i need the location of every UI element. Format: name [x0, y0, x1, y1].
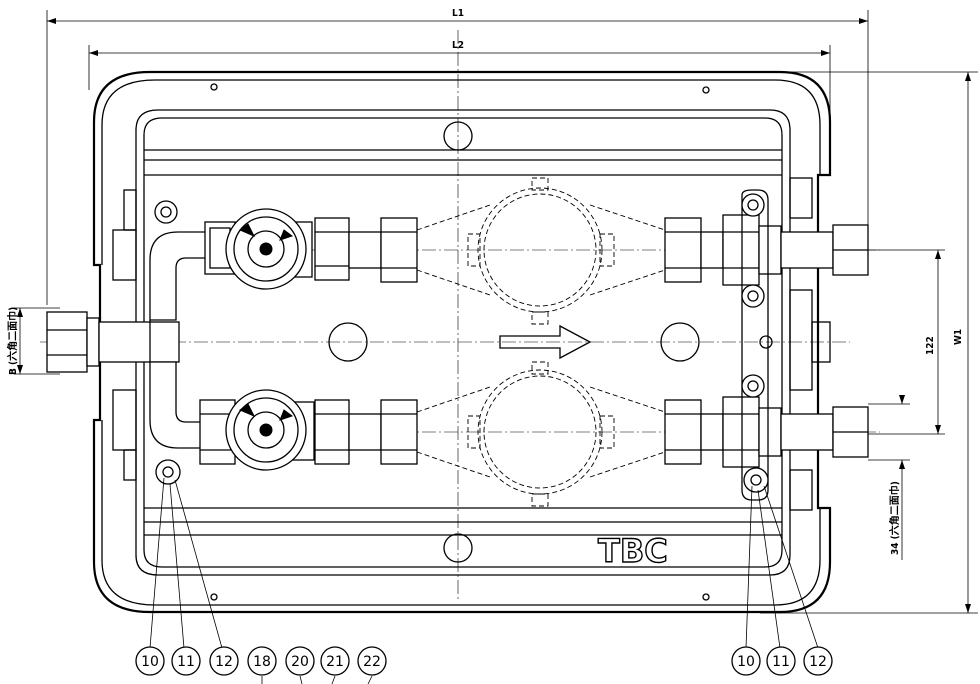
callout-right-12: 12	[803, 646, 833, 676]
callout-left-10: 10	[135, 646, 165, 676]
bolt-right-3	[741, 374, 765, 398]
svg-text:11: 11	[177, 654, 195, 670]
callout-left-21: 21	[320, 646, 350, 676]
dimension-w1: W1	[760, 71, 978, 614]
dimension-label-l1: L1	[452, 8, 464, 19]
brand-mark: TBC	[598, 532, 668, 570]
arrow-right-icon	[499, 324, 592, 360]
callouts-left: 10 11 12 18 20 21 22	[135, 646, 387, 676]
water-meter-upper	[416, 177, 666, 325]
dimension-label-outlet-thread: 34 (六角二面巾)	[888, 481, 901, 555]
callout-leaders	[149, 477, 819, 684]
bolt-left-top	[154, 200, 178, 224]
dimension-label-inlet-thread: B (六角二面巾)	[6, 307, 19, 375]
inner-tray	[135, 109, 791, 576]
dimension-l2: L2	[88, 40, 831, 120]
dimension-label-w1: W1	[953, 329, 964, 345]
dimension-label-l2: L2	[452, 40, 464, 51]
meter-box-outer	[92, 70, 832, 614]
callout-left-22: 22	[357, 646, 387, 676]
bolt-right-2	[741, 284, 765, 308]
callout-left-20: 20	[285, 646, 315, 676]
svg-text:11: 11	[772, 654, 790, 670]
bolt-right-4	[743, 467, 769, 493]
dimension-label-122: 122	[925, 336, 936, 355]
callout-left-18: 18	[247, 646, 277, 676]
valve-handle-upper	[225, 208, 307, 290]
dimension-outlet-thread: 34 (六角二面巾)	[868, 395, 910, 560]
svg-text:10: 10	[141, 654, 159, 670]
callout-right-11: 11	[766, 646, 796, 676]
svg-text:18: 18	[253, 654, 271, 670]
callout-right-10: 10	[731, 646, 761, 676]
svg-text:22: 22	[363, 654, 381, 670]
outlet-bracket	[741, 189, 769, 501]
callouts-right: 10 11 12	[731, 646, 833, 676]
water-meter-lower	[416, 361, 666, 507]
svg-text:12: 12	[215, 654, 233, 670]
bolt-right-1	[741, 193, 765, 217]
valve-handle-lower	[225, 389, 307, 471]
outlet-assembly-lower	[664, 396, 869, 468]
svg-text:10: 10	[737, 654, 755, 670]
side-ribs-right	[789, 177, 831, 511]
svg-text:20: 20	[291, 654, 309, 670]
mounting-bolts	[154, 193, 769, 493]
inlet-fitting	[46, 311, 180, 373]
bolt-left-bottom	[155, 459, 181, 485]
dimension-l1: L1	[46, 8, 869, 305]
callout-left-11: 11	[171, 646, 201, 676]
svg-text:12: 12	[809, 654, 827, 670]
callout-left-12: 12	[209, 646, 239, 676]
dimension-inlet-thread: B (六角二面巾)	[6, 307, 60, 375]
side-ribs-left	[112, 189, 137, 481]
dimension-122: 122	[868, 249, 945, 435]
outlet-assembly-upper	[664, 214, 869, 286]
svg-text:21: 21	[326, 654, 344, 670]
